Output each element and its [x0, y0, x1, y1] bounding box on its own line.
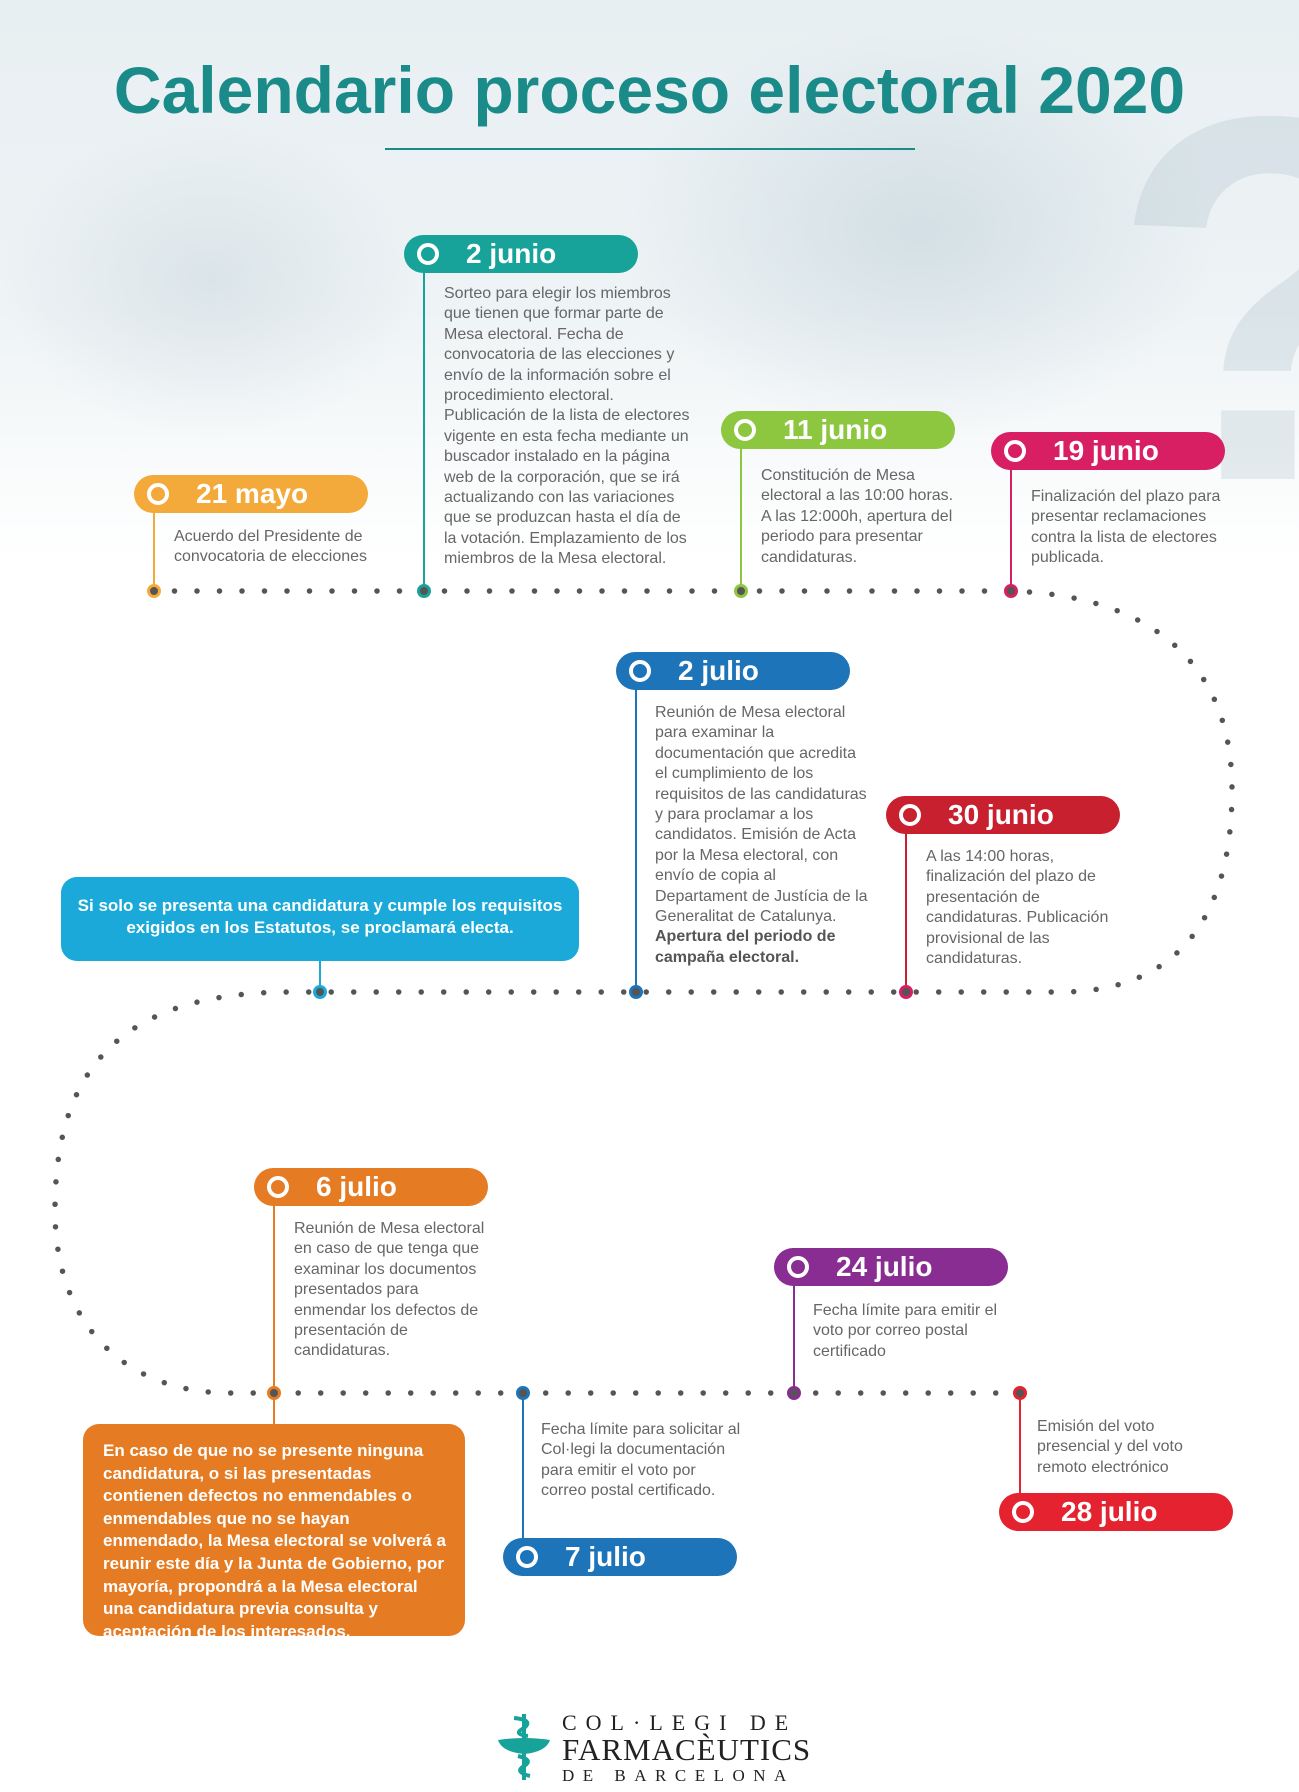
ring-icon [147, 483, 169, 505]
ring-icon [787, 1256, 809, 1278]
event-date-7-julio: 7 julio [503, 1538, 737, 1576]
callout-no-candidacy: En caso de que no se presente ninguna ca… [83, 1424, 465, 1641]
event-text-19-junio: Finalización del plazo para presentar re… [1031, 488, 1221, 567]
ring-icon [267, 1176, 289, 1198]
timeline-node [1013, 1386, 1027, 1400]
page-title: Calendario proceso electoral 2020 [113, 53, 1186, 127]
caduceus-bowl-icon [498, 1714, 550, 1780]
timeline-node [313, 985, 327, 999]
college-logo: COL·LEGI DE FARMACÈUTICS DE BARCELONA [494, 1710, 814, 1785]
timeline-node [147, 584, 161, 598]
event-text-28-julio: Emisión del voto presencial y del voto r… [1037, 1418, 1183, 1476]
event-text-30-junio: A las 14:00 horas, finalización del plaz… [926, 848, 1109, 968]
ring-icon [734, 419, 756, 441]
event-date-2-julio: 2 julio [616, 652, 850, 690]
ring-icon [516, 1546, 538, 1568]
event-text-6-julio: Reunión de Mesa electoral en caso de que… [294, 1220, 485, 1360]
timeline-node [899, 985, 913, 999]
callout-single-candidacy: Si solo se presenta una candidatura y cu… [61, 877, 579, 961]
question-mark-watermark: ? [1110, 40, 1299, 560]
ring-icon [1012, 1501, 1034, 1523]
timeline-node [417, 584, 431, 598]
event-date-19-junio: 19 junio [991, 432, 1225, 470]
event-date-28-julio: 28 julio [999, 1493, 1233, 1531]
event-text-24-julio: Fecha límite para emitir el voto por cor… [813, 1302, 998, 1360]
ring-icon [629, 660, 651, 682]
timeline-node [516, 1386, 530, 1400]
ring-icon [899, 804, 921, 826]
ring-icon [1004, 440, 1026, 462]
header-background: ? [0, 0, 1299, 560]
event-text-21-mayo: Acuerdo del Presidente de convocatoria d… [174, 528, 368, 566]
timeline-node [629, 985, 643, 999]
event-date-21-mayo: 21 mayo [134, 475, 368, 513]
event-date-11-junio: 11 junio [721, 411, 955, 449]
timeline-node [734, 584, 748, 598]
title-underline [385, 148, 915, 150]
event-text-2-julio: Reunión de Mesa electoral para examinar … [655, 704, 868, 966]
event-text-2-junio: Sorteo para elegir los miembros que tien… [444, 285, 690, 568]
event-date-30-junio: 30 junio [886, 796, 1120, 834]
timeline-node [267, 1386, 281, 1400]
event-text-7-julio: Fecha límite para solicitar al Col·legi … [541, 1421, 741, 1500]
event-text-11-junio: Constitución de Mesa electoral a las 10:… [761, 467, 954, 566]
ring-icon [417, 243, 439, 265]
event-date-24-julio: 24 julio [774, 1248, 1008, 1286]
timeline-node [1004, 584, 1018, 598]
timeline-node [787, 1386, 801, 1400]
event-date-2-junio: 2 junio [404, 235, 638, 273]
event-date-6-julio: 6 julio [254, 1168, 488, 1206]
